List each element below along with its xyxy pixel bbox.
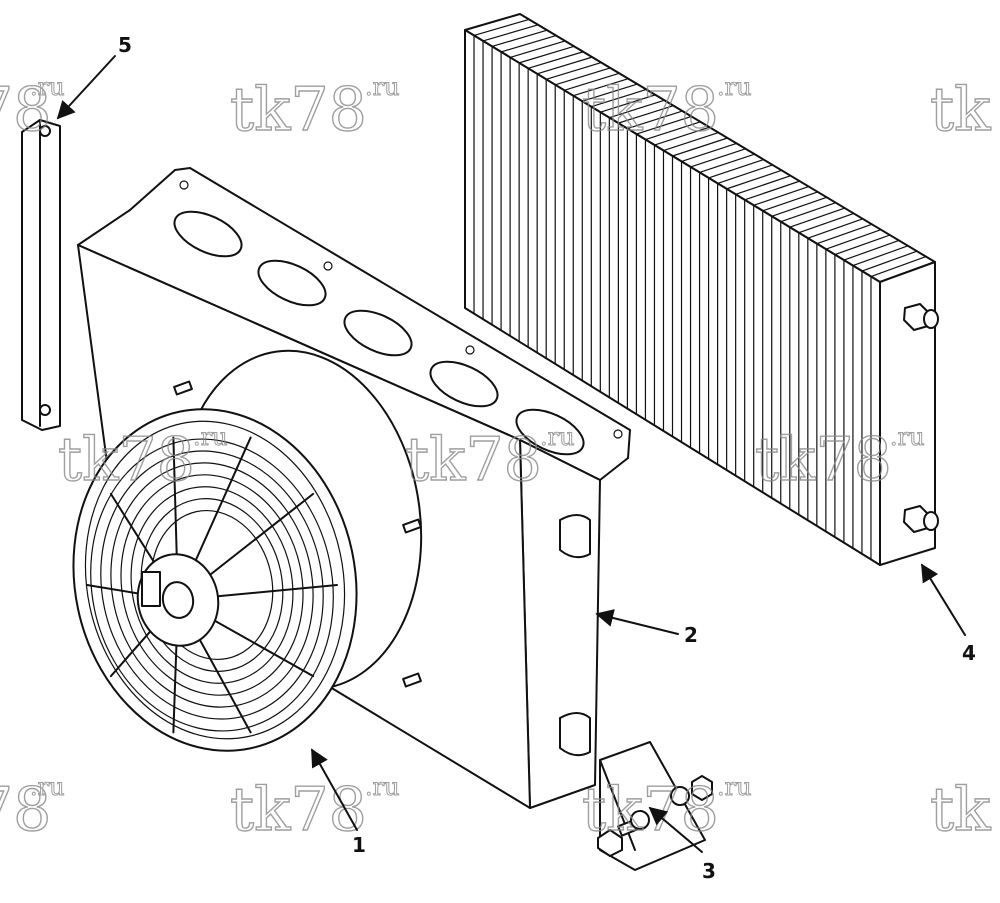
radiator-fin-top	[573, 78, 629, 97]
radiator-fin-top	[509, 40, 566, 58]
radiator-fin-top	[681, 142, 737, 163]
radiator-fin-top	[780, 202, 836, 223]
svg-text:.ru: .ru	[890, 423, 925, 451]
callout-1-label: 1	[352, 833, 366, 857]
callout-2: 2	[595, 609, 698, 647]
svg-text:tk78: tk78	[582, 775, 719, 845]
radiator-fin-top	[807, 218, 864, 239]
callout-5: 5	[56, 33, 132, 120]
svg-text:tk: tk	[930, 75, 991, 145]
fan-guard-ring	[90, 438, 334, 732]
radiator-fin-top	[717, 164, 773, 184]
svg-text:.ru: .ru	[717, 73, 752, 101]
svg-text:.ru: .ru	[193, 423, 228, 451]
radiator-fin-top	[500, 34, 557, 53]
radiator-fin-top	[518, 45, 575, 64]
radiator-fin-top	[582, 83, 638, 102]
svg-text:.ru: .ru	[717, 773, 752, 801]
radiator-fin-top	[618, 105, 674, 124]
watermark-layer: 78.ru tk78.ru tk78.ru tk tk78.ru tk78.ru…	[0, 73, 992, 846]
svg-text:.ru: .ru	[365, 773, 400, 801]
fan-guard-ring	[120, 474, 304, 696]
radiator-fin-top	[798, 212, 855, 234]
radiator-fin-top	[527, 51, 584, 69]
fan-guard-ring	[130, 486, 294, 684]
radiator-fin-top	[672, 137, 728, 157]
fan-guard-ring	[100, 450, 324, 720]
nut	[691, 775, 713, 801]
radiator-fin-top	[825, 229, 882, 250]
svg-text:tk78: tk78	[582, 75, 719, 145]
radiator-fin-top	[744, 180, 800, 201]
radiator-fin-top	[699, 153, 755, 174]
radiator-fin-top	[473, 18, 530, 37]
radiator-fin-top	[708, 158, 764, 179]
radiator-fin-top	[726, 169, 782, 190]
svg-text:tk78: tk78	[405, 425, 542, 495]
svg-text:tk78: tk78	[58, 425, 195, 495]
callout-4-label: 4	[962, 641, 976, 665]
radiator-fitting-bottom	[903, 505, 939, 533]
callout-2-label: 2	[684, 623, 698, 647]
svg-text:.ru: .ru	[30, 773, 65, 801]
radiator-fin-top	[491, 29, 548, 48]
callout-4: 4	[921, 563, 976, 665]
bolt	[597, 816, 646, 857]
radiator-fin-top	[735, 175, 791, 195]
svg-text:tk78: tk78	[230, 775, 367, 845]
svg-text:tk78: tk78	[230, 75, 367, 145]
radiator-fin-top	[645, 121, 701, 141]
washer-2	[670, 786, 690, 806]
radiator-fin-top	[654, 126, 710, 146]
radiator-core	[464, 13, 939, 566]
electric-fan	[72, 408, 358, 752]
svg-text:tk78: tk78	[755, 425, 892, 495]
radiator-fin-top	[843, 239, 900, 261]
svg-text:.ru: .ru	[365, 73, 400, 101]
radiator-fin-top	[762, 191, 818, 212]
mounting-studs	[173, 380, 422, 688]
radiator-fin-top	[690, 148, 746, 168]
radiator-fin-top	[555, 67, 611, 86]
svg-text:tk: tk	[930, 775, 991, 845]
radiator-fin-top	[663, 132, 719, 152]
svg-text:.ru: .ru	[30, 73, 65, 101]
radiator-fin-top	[771, 196, 827, 217]
radiator-fin-top	[609, 99, 665, 119]
radiator-fin-top	[789, 207, 845, 228]
side-bracket	[21, 119, 61, 431]
radiator-fin-top	[753, 185, 809, 206]
radiator-fin-top	[591, 88, 647, 108]
radiator-fin-top	[852, 245, 909, 267]
bottom-bracket-hardware	[597, 741, 713, 871]
radiator-fin-top	[816, 223, 873, 245]
radiator-fin-top	[834, 234, 891, 256]
radiator-fin-top	[564, 72, 620, 91]
radiator-fitting-top	[903, 303, 939, 331]
radiator-fin-top	[536, 56, 593, 75]
radiator-fin-top	[482, 24, 539, 42]
fan-guard-ring	[110, 462, 314, 708]
fan-motor-tab	[141, 571, 161, 607]
callout-5-label: 5	[118, 33, 132, 57]
radiator-fin-top	[861, 250, 918, 272]
callout-1: 1	[311, 748, 366, 857]
radiator-fin-top	[600, 94, 656, 113]
radiator-fin-top	[627, 110, 683, 130]
radiator-fin-top	[870, 256, 927, 278]
svg-text:78: 78	[0, 775, 51, 845]
svg-text:78: 78	[0, 75, 51, 145]
radiator-fin-top	[636, 115, 692, 135]
svg-text:.ru: .ru	[540, 423, 575, 451]
callout-3-label: 3	[702, 859, 716, 883]
callout-3: 3	[648, 806, 716, 883]
radiator-fin-top	[546, 61, 602, 80]
